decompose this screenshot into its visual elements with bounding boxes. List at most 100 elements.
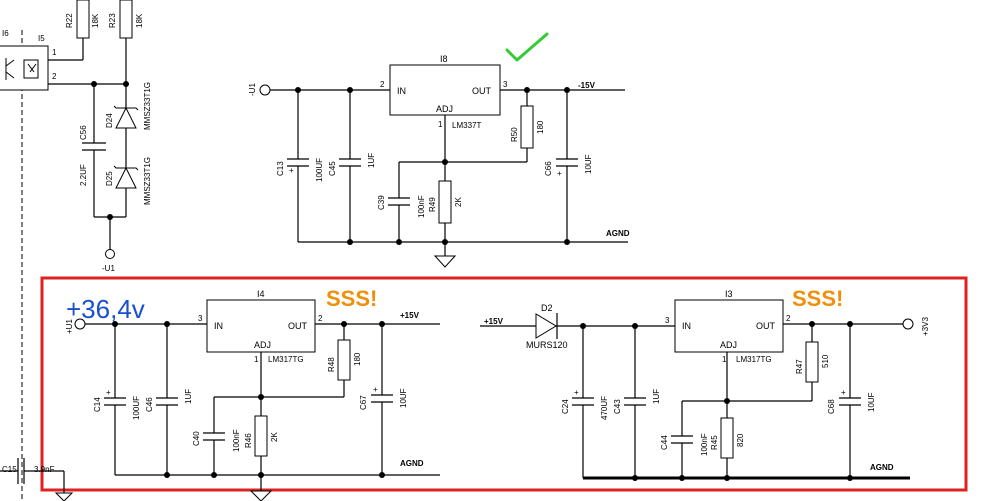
c44-value: 100nF [700, 433, 709, 456]
top-reg-part: LM337T [452, 121, 481, 130]
c46-ref: C46 [145, 397, 154, 412]
r48-resistor [337, 339, 351, 381]
neg-u1-input-terminal [259, 84, 271, 96]
r22-resistor [76, 0, 90, 39]
opto-pin2: 2 [52, 72, 57, 81]
r46-value: 2K [270, 432, 279, 442]
d2-part: MURS120 [526, 340, 568, 350]
d24-ref: D24 [105, 113, 114, 128]
r45-value: 820 [736, 433, 745, 447]
r48-ref: R48 [327, 357, 336, 372]
r49-resistor [438, 180, 452, 224]
r48-value: 180 [353, 352, 362, 366]
left-pin-adj: 1 [254, 355, 259, 364]
neg-u1-label: -U1 [102, 264, 115, 273]
top-reg-in: IN [397, 86, 406, 96]
c68-ref: C68 [827, 399, 836, 414]
right-reg-in: IN [682, 321, 691, 331]
check-mark-icon [505, 32, 549, 62]
r45-ref: R45 [710, 435, 719, 450]
right-reg-part: LM317TG [736, 355, 772, 364]
top-reg-ref: I8 [440, 54, 448, 64]
left-output-net: +15V [400, 311, 420, 320]
highlight-box [40, 276, 968, 492]
c56-value: 2.2UF [79, 164, 88, 186]
opto-ref-label: I5 [38, 34, 45, 43]
r49-value: 2K [454, 197, 463, 207]
c40-ref: C40 [192, 431, 201, 446]
c56-ref: C56 [79, 125, 88, 140]
c39-ref: C39 [377, 195, 386, 210]
c45-value: 1UF [367, 153, 376, 168]
right-output-net: +3V3 [921, 317, 930, 336]
svg-text:+: + [373, 385, 378, 394]
svg-text:+: + [574, 388, 579, 397]
c15-value: 3.9nF [34, 465, 55, 474]
left-reg-adj: ADJ [254, 340, 271, 350]
ground-symbol-bottom-left [54, 492, 74, 501]
c15-ref: C15 [2, 465, 17, 474]
phototransistor-symbol [5, 58, 15, 80]
c66-value: 10UF [584, 154, 593, 174]
top-pin-adj: 1 [438, 120, 443, 129]
right-input-net: +15V [484, 317, 504, 326]
r50-value: 180 [536, 120, 545, 134]
opto-pin1: 1 [52, 48, 57, 57]
top-reg-out: OUT [472, 86, 492, 96]
top-regulator-section: -U1 2 I8 IN OUT ADJ LM337T 1 3 -15V + C1… [248, 32, 630, 268]
lm337-regulator [389, 64, 501, 116]
top-input-net: -U1 [248, 83, 257, 96]
left-reg-ref: I4 [257, 289, 265, 299]
heat-annotation-right: SSS! [792, 286, 843, 311]
top-gnd-net: AGND [606, 229, 630, 238]
left-pin-in: 3 [198, 314, 203, 323]
right-pin-out: 2 [786, 314, 791, 323]
c14-value: 100UF [132, 396, 141, 420]
d2-ref: D2 [541, 303, 553, 313]
d25-ref: D25 [105, 171, 114, 186]
right-pin-adj: 1 [722, 355, 727, 364]
photo-arrow-symbol [27, 63, 37, 73]
r47-ref: R47 [795, 359, 804, 374]
ground-symbol-left [249, 490, 273, 501]
d24-zener-diode [115, 106, 137, 129]
r49-ref: R49 [428, 197, 437, 212]
r23-value: 18K [135, 13, 144, 28]
right-regulator-section: +15V D2 MURS120 3 I3 IN OUT ADJ LM317TG … [480, 286, 930, 481]
svg-text:+: + [557, 169, 562, 178]
pos-u1-terminal [74, 318, 86, 330]
top-output-net: -15V [578, 81, 596, 90]
heat-annotation-left: SSS! [326, 286, 377, 311]
c13-ref: C13 [276, 161, 285, 176]
r46-ref: R46 [244, 433, 253, 448]
right-reg-adj: ADJ [720, 340, 737, 350]
lm317-regulator-left [206, 299, 316, 353]
3v3-terminal [902, 318, 914, 330]
c14-ref: C14 [93, 397, 102, 412]
c39-value: 100nF [417, 195, 426, 218]
c46-value: 1UF [184, 389, 193, 404]
left-reg-out: OUT [288, 321, 308, 331]
neg-u1-terminal [105, 249, 115, 259]
d25-zener-diode [115, 166, 137, 189]
r22-ref: R22 [65, 13, 74, 28]
svg-text:+: + [289, 166, 294, 175]
c40-value: 100nF [232, 429, 241, 452]
d2-diode [535, 313, 557, 339]
left-reg-part: LM317TG [268, 355, 304, 364]
top-pin-out: 3 [503, 80, 508, 89]
r50-resistor [520, 105, 534, 149]
right-reg-ref: I3 [725, 289, 733, 299]
r46-resistor [254, 415, 268, 457]
svg-text:+: + [106, 388, 111, 397]
c13-value: 100UF [315, 158, 324, 182]
partial-ref-label: I6 [2, 29, 9, 38]
r47-resistor [805, 341, 819, 383]
right-gnd-net: AGND [870, 463, 894, 472]
opto-section: I6 I5 1 2 R22 18K R23 18K C56 2.2UF D24 [0, 0, 152, 501]
c67-ref: C67 [359, 395, 368, 410]
c24-ref: C24 [561, 399, 570, 414]
top-reg-adj: ADJ [436, 104, 453, 114]
left-reg-in: IN [214, 321, 223, 331]
